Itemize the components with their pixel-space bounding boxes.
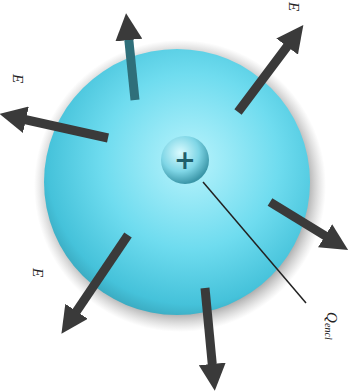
sphere-shadow bbox=[34, 40, 326, 332]
charge-sphere: + bbox=[160, 135, 210, 185]
field-arrows bbox=[18, 32, 332, 372]
leader-line bbox=[203, 182, 306, 303]
field-arrow bbox=[238, 40, 292, 112]
field-arrow bbox=[270, 202, 332, 240]
field-label: E⃗ bbox=[285, 2, 302, 23]
field-arrow bbox=[128, 32, 135, 100]
charge-label-subscript: encl bbox=[323, 323, 334, 340]
field-arrow bbox=[72, 235, 128, 318]
field-label: E⃗ bbox=[29, 268, 46, 289]
charge-ball-fill bbox=[161, 136, 209, 184]
field-arrow bbox=[205, 288, 213, 372]
gaussian-sphere bbox=[44, 49, 310, 315]
charge-label: Q bbox=[323, 312, 340, 323]
field-label: E⃗ bbox=[9, 74, 26, 95]
field-arrow bbox=[18, 118, 108, 138]
charge-sign: + bbox=[174, 147, 196, 173]
